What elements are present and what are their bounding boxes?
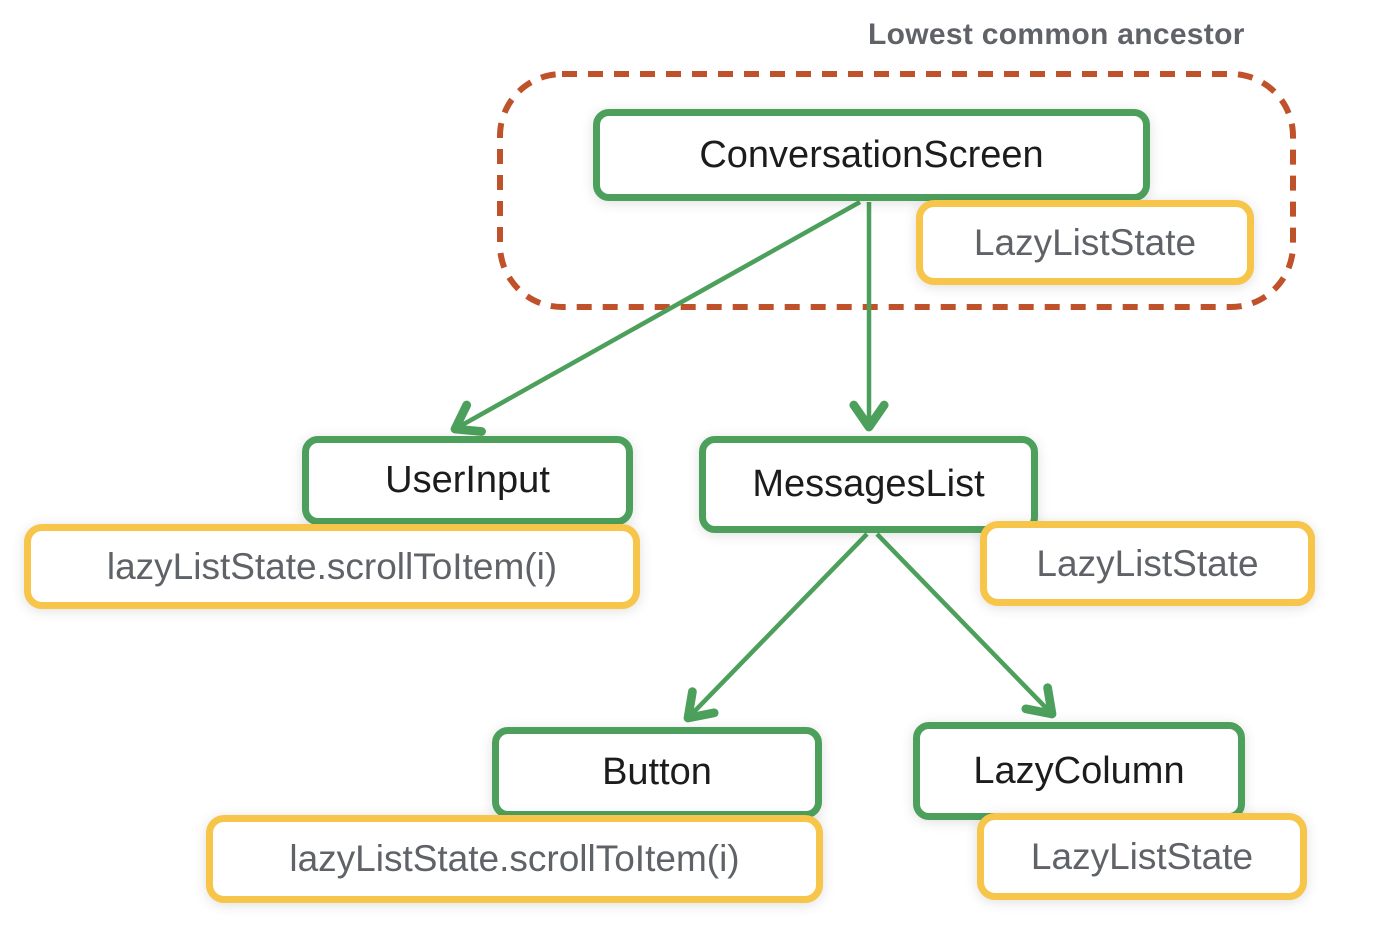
node-userinput: UserInput [302,436,633,525]
node-conversationscreen: ConversationScreen [593,109,1150,201]
node-lazycolumn: LazyColumn [913,722,1245,820]
node-button: Button [492,727,822,818]
edge-messageslist-to-button [683,532,869,723]
state-badge-conversationscreen-lazyliststate: LazyListState [916,200,1254,285]
lowest-common-ancestor-boundary [497,71,1296,310]
state-badge-lazycolumn-lazyliststate: LazyListState [977,813,1307,900]
lowest-common-ancestor-label: Lowest common ancestor [868,18,1245,51]
node-messageslist: MessagesList [699,436,1038,533]
edge-messageslist-to-lazycolumn [875,532,1057,719]
edge-conversationscreen-to-userinput [450,200,862,436]
event-badge-userinput-scrolltoitem: lazyListState.scrollToItem(i) [24,524,640,609]
event-badge-button-scrolltoitem: lazyListState.scrollToItem(i) [206,815,823,903]
state-badge-messageslist-lazyliststate: LazyListState [980,521,1315,606]
